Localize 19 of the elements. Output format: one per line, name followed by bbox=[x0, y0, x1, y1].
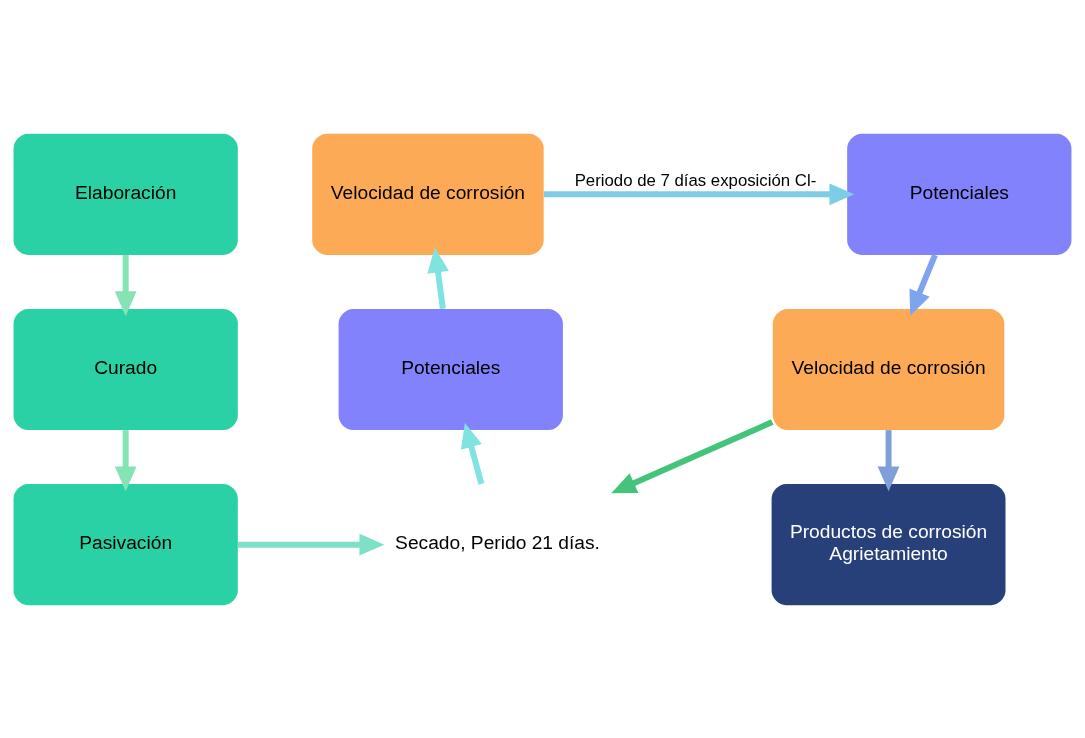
arrow bbox=[114, 429, 137, 491]
arrow bbox=[877, 429, 900, 491]
arrow bbox=[909, 253, 938, 316]
arrow bbox=[427, 247, 449, 309]
arrow bbox=[611, 418, 774, 493]
node-box: Productos de corrosión Agrietamiento bbox=[771, 483, 1006, 605]
node-box: Potenciales bbox=[847, 133, 1072, 255]
arrow bbox=[543, 183, 855, 205]
arrow bbox=[114, 254, 137, 316]
arrow bbox=[460, 422, 485, 485]
node-box: Pasivación bbox=[13, 483, 238, 605]
node-box: Elaboración bbox=[13, 133, 238, 255]
node-text: Secado, Perido 21 días. bbox=[395, 531, 600, 553]
arrow bbox=[237, 533, 385, 555]
node-box: Curado bbox=[13, 308, 238, 430]
edge-label: Periodo de 7 días exposición Cl- bbox=[574, 170, 817, 190]
node-box: Potenciales bbox=[338, 308, 563, 430]
node-box: Velocidad de corrosión bbox=[772, 308, 1005, 430]
node-box: Velocidad de corrosión bbox=[312, 133, 544, 255]
